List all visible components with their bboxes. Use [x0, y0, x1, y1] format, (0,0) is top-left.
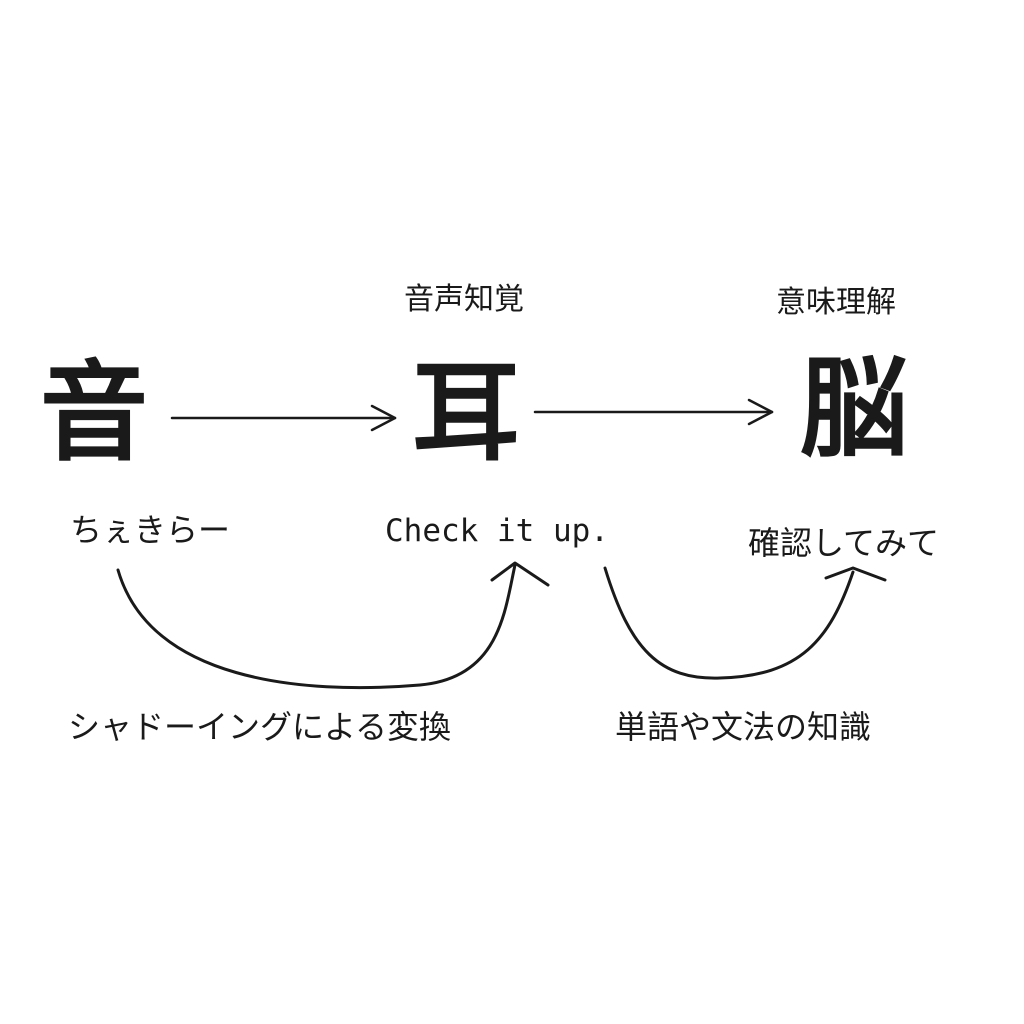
- brain-character: 脳: [800, 347, 909, 472]
- example-ear: Check it up.: [385, 513, 609, 549]
- example-brain: 確認してみて: [748, 524, 940, 562]
- label-auditory-perception: 音声知覚: [404, 282, 524, 317]
- example-sound: ちぇきらー: [70, 511, 231, 549]
- curve-arrow-shadowing: [116, 561, 550, 690]
- arrow-sound-to-ear: [170, 404, 397, 432]
- label-semantic-understanding: 意味理解: [776, 285, 896, 320]
- ear-character: 耳: [412, 351, 521, 476]
- transition-shadowing: シャドーイングによる変換: [68, 708, 452, 746]
- transition-knowledge: 単語や文法の知識: [615, 708, 872, 746]
- arrow-ear-to-brain: [533, 398, 774, 426]
- curve-arrow-knowledge: [603, 566, 887, 680]
- sound-character: 音: [40, 351, 149, 476]
